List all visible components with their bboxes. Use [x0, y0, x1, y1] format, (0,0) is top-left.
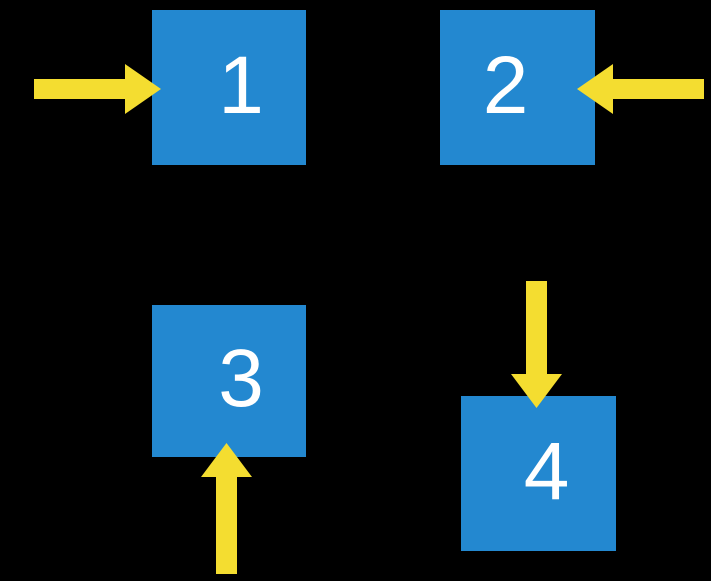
- arrow-right-shape: [34, 64, 161, 114]
- arrow-left-shape: [577, 64, 704, 114]
- arrow-down-icon: [510, 281, 563, 409]
- node-box-2[interactable]: 2: [440, 10, 595, 165]
- node-label-4: 4: [523, 425, 570, 517]
- arrow-left-icon: [576, 63, 704, 115]
- arrow-up-shape: [201, 443, 252, 574]
- node-label-3: 3: [218, 333, 264, 424]
- arrow-up-icon: [200, 442, 253, 574]
- node-box-3[interactable]: 3: [152, 305, 306, 457]
- node-label-1: 1: [218, 39, 264, 131]
- node-box-4[interactable]: 4: [461, 396, 616, 551]
- arrow-down-shape: [511, 281, 562, 408]
- node-label-2: 2: [482, 39, 529, 131]
- node-box-1[interactable]: 1: [152, 10, 306, 165]
- arrow-right-icon: [34, 63, 162, 115]
